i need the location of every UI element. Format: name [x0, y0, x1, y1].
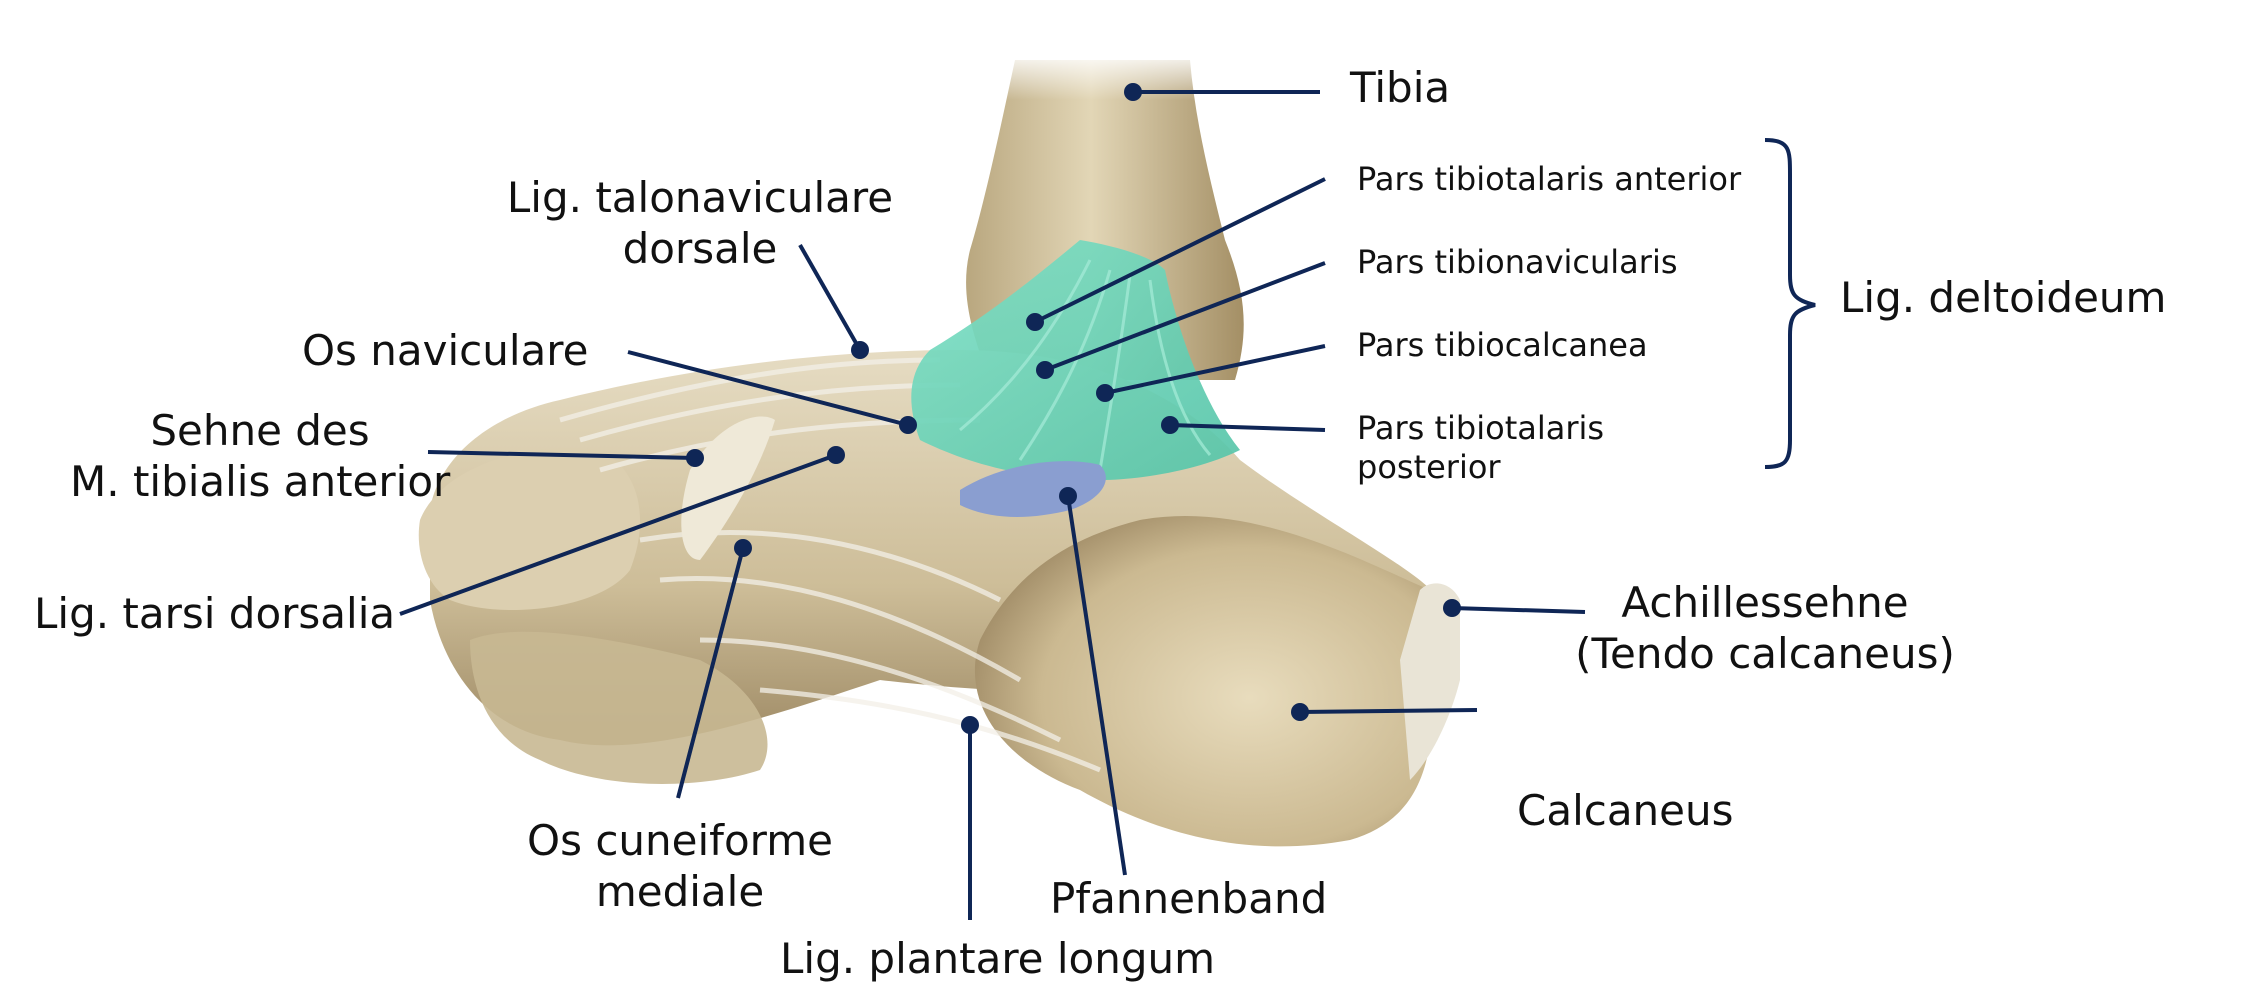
label-pars-posterior-line2: posterior — [1357, 448, 1501, 487]
label-os-naviculare: Os naviculare — [302, 326, 589, 375]
label-os-cuneiforme-line1: Os cuneiforme — [527, 816, 833, 865]
label-lig-talonaviculare-dorsale: Lig. talonaviculare dorsale — [480, 172, 920, 274]
label-achilles-line1: Achillessehne — [1621, 578, 1909, 627]
label-os-cuneiforme-line2: mediale — [595, 867, 765, 917]
label-sehne-tibialis-anterior: Sehne des M. tibialis anterior — [70, 405, 450, 507]
tibialis-anterior-tendon — [681, 416, 775, 560]
label-lig-tarsi-dorsalia: Lig. tarsi dorsalia — [34, 589, 396, 638]
label-pars-tibiotalaris-anterior: Pars tibiotalaris anterior — [1357, 160, 1742, 198]
label-lig-deltoideum: Lig. deltoideum — [1840, 273, 2167, 322]
label-lig-talonaviculare-line2: dorsale — [622, 224, 778, 274]
label-lig-plantare-longum: Lig. plantare longum — [780, 934, 1216, 983]
leader-dots — [686, 83, 1461, 734]
label-lig-talonaviculare-line1: Lig. talonaviculare — [506, 173, 894, 222]
label-sehne-line1: Sehne des — [150, 406, 370, 455]
achilles-tendon — [1400, 583, 1460, 780]
label-sehne-line2: M. tibialis anterior — [70, 457, 451, 507]
label-achillessehne: Achillessehne (Tendo calcaneus) — [1565, 577, 1965, 679]
leader-lines — [399, 90, 1816, 920]
label-achilles-line2: (Tendo calcaneus) — [1575, 629, 1955, 679]
label-pfannenband: Pfannenband — [1050, 874, 1328, 923]
label-tibia: Tibia — [1350, 63, 1451, 112]
deltoid-fibers — [959, 259, 1212, 471]
label-pars-tibionavicularis: Pars tibionavicularis — [1357, 243, 1678, 281]
label-pars-tibiocalcanea: Pars tibiocalcanea — [1357, 326, 1648, 364]
label-os-cuneiforme-mediale: Os cuneiforme mediale — [500, 815, 860, 917]
calcaneus-bone — [974, 516, 1433, 847]
label-calcaneus: Calcaneus — [1517, 786, 1734, 835]
label-pars-tibiotalaris-posterior: Pars tibiotalaris posterior — [1357, 409, 1604, 487]
label-pars-posterior-line1: Pars tibiotalaris — [1357, 409, 1605, 447]
